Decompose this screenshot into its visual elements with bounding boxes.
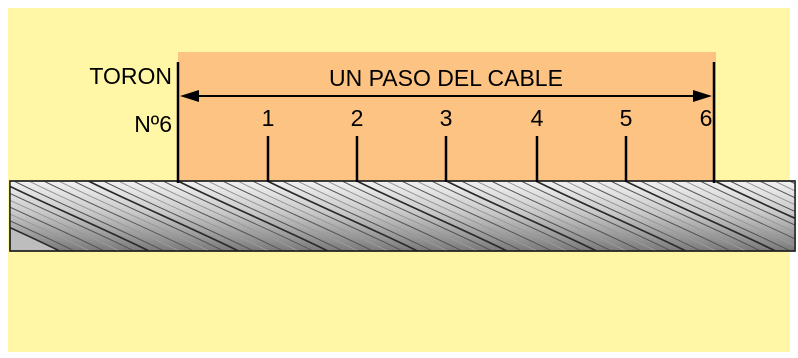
strand-mark-1: 1 xyxy=(262,105,275,131)
rope-wire xyxy=(595,181,746,251)
rope-wire xyxy=(655,181,795,247)
rope-wire xyxy=(237,181,388,251)
rope-wire xyxy=(684,181,795,233)
rope-wire xyxy=(505,181,657,251)
strand-mark-2: 2 xyxy=(351,105,364,131)
rope-wire xyxy=(28,181,180,251)
rope-wire xyxy=(10,213,90,251)
rope-wire xyxy=(312,181,463,251)
rope-wire xyxy=(207,181,359,251)
rope-wire xyxy=(10,192,135,251)
rope-wire xyxy=(476,181,627,251)
strand-mark-4: 4 xyxy=(531,105,544,131)
rope-wire xyxy=(565,181,717,251)
rope-wire xyxy=(162,181,314,251)
rope-wire xyxy=(461,181,612,251)
rope-wire xyxy=(341,181,493,251)
span-dimension-arrow xyxy=(180,90,712,102)
rope-wire xyxy=(640,181,791,251)
rope-wire xyxy=(491,181,642,251)
rope-wire xyxy=(222,181,373,251)
rope-wire xyxy=(550,181,702,251)
rope-wire xyxy=(416,181,567,251)
rope-wire xyxy=(774,181,795,192)
rope-wire xyxy=(13,181,165,251)
rope-wire xyxy=(326,181,478,251)
rope-wire xyxy=(744,181,795,206)
rope-wire xyxy=(10,220,75,251)
rope-wire xyxy=(670,181,795,240)
rope-wire xyxy=(297,181,448,251)
strand-ticks xyxy=(266,136,628,182)
span-title: UN PASO DEL CABLE xyxy=(329,65,563,91)
rope-wire xyxy=(580,181,731,251)
rope-wire xyxy=(43,181,194,251)
rope-wire xyxy=(431,181,582,251)
rope-wire xyxy=(386,181,538,251)
rope-wire xyxy=(10,206,105,251)
rope-wire xyxy=(371,181,523,251)
rope-wire xyxy=(759,181,795,199)
strand-mark-3: 3 xyxy=(440,105,453,131)
rope-wire xyxy=(401,181,552,251)
rope-wire xyxy=(118,181,269,251)
rope-wire xyxy=(520,181,672,251)
rope-wire xyxy=(252,181,403,251)
strand-number-label: Nº6 xyxy=(134,111,172,137)
rope-wire xyxy=(73,181,224,251)
toron-label: TORON xyxy=(89,63,172,89)
rope-wire xyxy=(610,181,761,251)
rope-strand xyxy=(714,181,795,220)
wire-rope xyxy=(9,180,796,252)
strand-mark-6: 6 xyxy=(700,105,713,131)
rope-wire xyxy=(103,181,254,251)
strand-mark-5: 5 xyxy=(620,105,633,131)
rope-wire xyxy=(729,181,795,213)
rope-wire xyxy=(192,181,344,251)
rope-wire xyxy=(147,181,299,251)
rope-wire xyxy=(699,181,795,226)
rope-wire xyxy=(282,181,433,251)
rope-wire xyxy=(133,181,284,251)
rope-wire xyxy=(58,181,209,251)
rope-wire xyxy=(10,199,120,251)
